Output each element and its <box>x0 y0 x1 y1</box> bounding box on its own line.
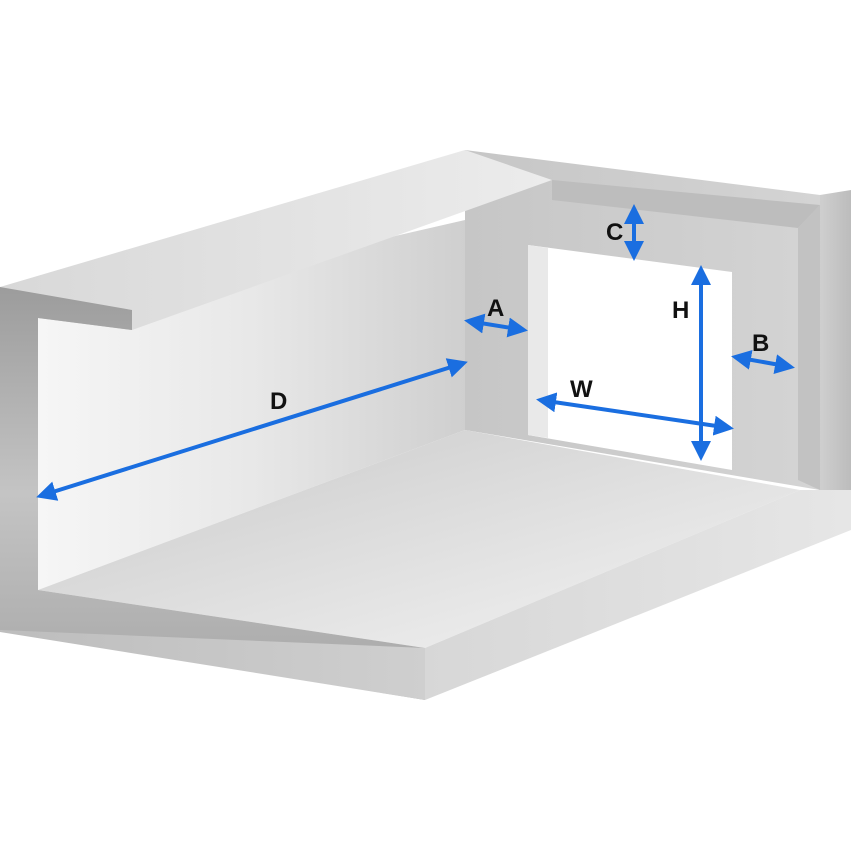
floor-slab-front <box>0 630 425 700</box>
label-b: B <box>752 330 769 357</box>
arrow-a <box>464 313 528 338</box>
arrow-w <box>536 392 734 436</box>
arrow-d <box>36 358 468 501</box>
label-h: H <box>672 297 689 324</box>
label-d: D <box>270 388 287 415</box>
arrow-b <box>731 349 795 375</box>
label-c: C <box>606 219 623 246</box>
dimension-arrows <box>36 204 795 501</box>
label-a: A <box>487 295 504 322</box>
floor-slab-side <box>425 490 851 700</box>
label-w: W <box>570 376 593 403</box>
floor <box>38 430 800 648</box>
right-wall <box>798 190 851 490</box>
dimension-labels: D A C H W B <box>270 219 769 415</box>
